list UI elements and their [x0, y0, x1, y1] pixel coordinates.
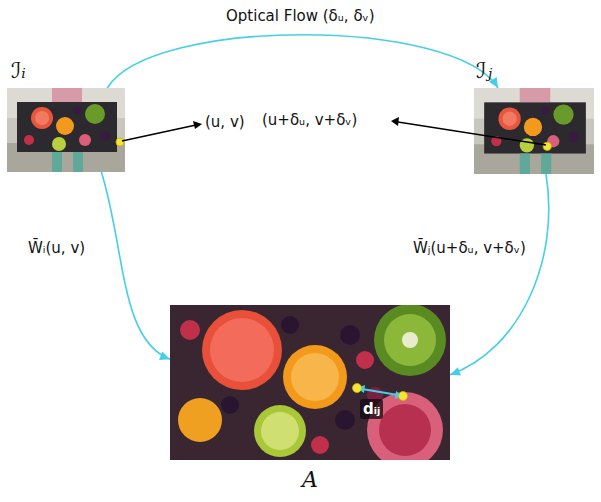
arrowhead — [450, 367, 461, 375]
image-label: ℐⱼ — [476, 58, 492, 84]
leader-arrowhead — [391, 117, 399, 126]
pixel-coordinate: (u+δᵤ, v+δᵥ) — [262, 110, 357, 130]
connector-curve — [450, 174, 549, 375]
image-node: A — [170, 305, 450, 460]
arrowhead — [159, 351, 170, 359]
flow-connector — [107, 35, 498, 88]
flow-connector — [450, 174, 549, 376]
image-label: ℐᵢ — [11, 58, 26, 84]
distance-label: dᵢⱼ — [360, 399, 383, 419]
edge-label: W̄ᵢ(u, v) — [26, 238, 87, 258]
photo-illustration — [7, 88, 125, 172]
photo-illustration — [170, 305, 450, 460]
photo-illustration — [474, 88, 594, 174]
connector-curve — [101, 172, 170, 359]
connector-curve — [107, 35, 498, 88]
pixel-coordinate: (u, v) — [205, 112, 245, 132]
image-label: A — [302, 467, 318, 493]
leader-line — [122, 125, 196, 141]
image-node: ℐᵢ — [7, 88, 125, 172]
edge-label: W̄ⱼ(u+δᵤ, v+δᵥ) — [411, 238, 528, 258]
image-node: ℐⱼ — [474, 88, 594, 174]
leader-arrowhead — [193, 121, 202, 129]
flow-connector — [101, 172, 170, 360]
edge-label: Optical Flow (δᵤ, δᵥ) — [224, 6, 377, 26]
